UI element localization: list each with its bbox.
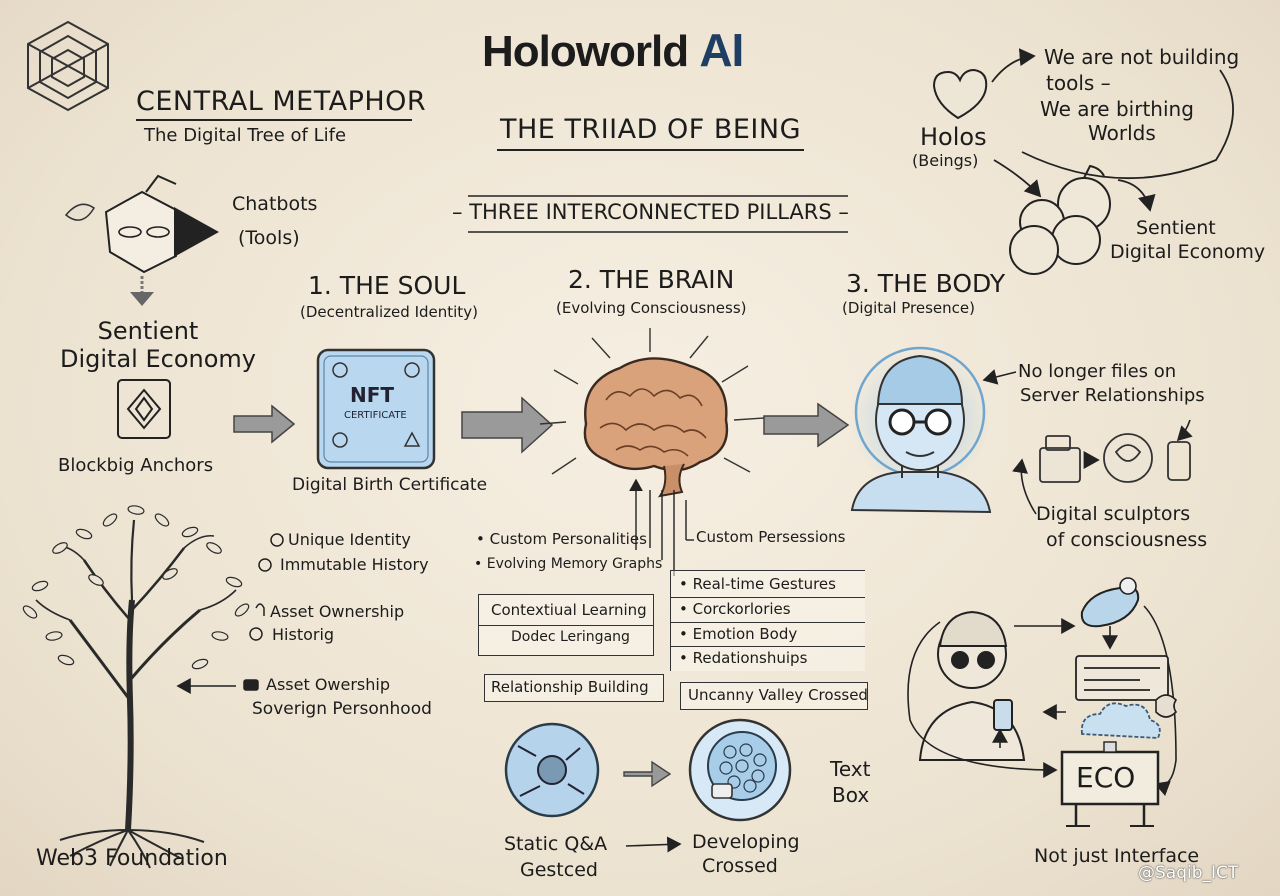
quote-line2: tools –	[1046, 71, 1111, 95]
blockchain-anchors-label: Blockbig Anchors	[58, 455, 214, 476]
asset-icons	[1039, 433, 1191, 483]
body-note-line2: Server Relationships	[1020, 385, 1205, 406]
quote-line4: Worlds	[1088, 121, 1156, 145]
vr-headset-icon	[1080, 577, 1140, 628]
blockchain-anchor-icon	[117, 379, 171, 439]
static-qa-line1: Static Q&A	[504, 833, 608, 855]
textbox-line1: Text	[830, 757, 871, 781]
unique-identity-label: Unique Identity	[288, 530, 411, 549]
central-metaphor-subheading: The Digital Tree of Life	[144, 125, 347, 146]
page-title: Holoworld AI	[482, 24, 744, 76]
brain-subtitle: (Evolving Consciousness)	[556, 299, 747, 317]
soul-subtitle: (Decentralized Identity)	[300, 303, 478, 321]
feature-icons	[243, 533, 284, 691]
holos-sub: (Beings)	[912, 151, 979, 170]
soul-title: 1. THE SOUL	[308, 271, 466, 300]
holos-economy-line2: Digital Economy	[1110, 241, 1266, 263]
asset-owership-label: Asset Owership	[266, 675, 390, 694]
eco-loop-arrows	[907, 605, 1177, 796]
learning-box-row: Contextiual Learning	[491, 601, 647, 619]
learning-box-row: Dodec Leringang	[511, 629, 630, 645]
tools-label: (Tools)	[238, 227, 300, 249]
title-ai-accent: AI	[699, 24, 744, 76]
uncanny-valley-box: Uncanny Valley Crossed	[680, 682, 868, 710]
custom-personalities-item: • Custom Personalities	[476, 530, 647, 548]
body-title: 3. THE BODY	[846, 269, 1006, 298]
gesture-box-row: • Corckorlories	[679, 600, 791, 618]
fruit-cluster-icon	[1009, 164, 1111, 275]
relationship-building-label: Relationship Building	[491, 678, 649, 696]
eco-caption: Not just Interface	[1034, 845, 1200, 867]
nft-label: NFT	[350, 383, 395, 407]
learning-box: Contextiual Learning Dodec Leringang	[478, 594, 654, 656]
nft-certificate-icon	[316, 348, 436, 470]
uncanny-valley-label: Uncanny Valley Crossed	[688, 686, 868, 704]
soul-caption: Digital Birth Certificate	[292, 475, 488, 495]
custom-persessions-label: Custom Persessions	[696, 528, 846, 546]
developing-line1: Developing	[692, 831, 800, 853]
textbox-line2: Box	[832, 783, 870, 807]
sculptors-line2: of consciousness	[1046, 529, 1208, 551]
flow-arrow	[233, 396, 850, 454]
web3-foundation-label: Web3 Foundation	[36, 846, 228, 871]
gesture-box-row: • Redationshuips	[679, 649, 808, 667]
triad-heading: THE TRIIAD OF BEING	[500, 114, 801, 145]
central-metaphor-heading: CENTRAL METAPHOR	[136, 86, 427, 117]
historig-label: Historig	[272, 625, 335, 644]
relationship-building-box: Relationship Building	[484, 674, 664, 702]
gesture-box-row: • Emotion Body	[679, 625, 798, 643]
watermark: @Saqib_ICT	[1138, 863, 1239, 883]
developing-line2: Crossed	[702, 855, 778, 877]
puzzle-icon	[1155, 694, 1178, 718]
eco-sign-label: ECO	[1076, 761, 1136, 794]
gesture-box-row: • Real-time Gestures	[679, 575, 836, 593]
static-qa-line2: Gestced	[520, 859, 598, 881]
heart-icon	[932, 68, 988, 120]
nft-sub-label: CERTIFICATE	[344, 410, 407, 421]
memory-graphs-item: • Evolving Memory Graphs	[474, 556, 663, 572]
chatbots-label: Chatbots	[232, 193, 318, 215]
cloud-icon	[1080, 702, 1161, 739]
holos-label: Holos	[920, 123, 987, 151]
digital-avatar-illustration	[850, 346, 992, 514]
holoworld-logo-icon	[27, 20, 109, 112]
sculptors-line1: Digital sculptors	[1036, 503, 1191, 525]
gesture-box: • Real-time Gestures • Corckorlories • E…	[670, 570, 865, 671]
tree-of-life-illustration	[22, 505, 250, 869]
left-economy-line1: Sentient	[97, 317, 199, 345]
left-economy-line2: Digital Economy	[60, 345, 256, 373]
quote-line3: We are birthing	[1040, 97, 1194, 121]
body-subtitle: (Digital Presence)	[842, 299, 975, 317]
chatbot-head-icon	[104, 174, 182, 274]
brain-illustration	[539, 328, 765, 498]
pillars-banner: – THREE INTERCONNECTED PILLARS –	[452, 200, 849, 224]
brain-title: 2. THE BRAIN	[568, 265, 735, 294]
interface-window-icon	[1075, 655, 1169, 701]
immutable-history-label: Immutable History	[280, 555, 429, 574]
holos-economy-line1: Sentient	[1136, 217, 1216, 239]
static-orb-illustration	[504, 722, 600, 818]
developing-orb-illustration	[688, 718, 792, 822]
asset-ownership-label: Asset Ownership	[270, 602, 405, 621]
quote-line1: We are not building	[1044, 45, 1240, 69]
eco-user-illustration	[918, 610, 1026, 761]
leaf-icon	[64, 203, 95, 221]
eco-signpost	[1060, 741, 1160, 827]
sovereign-personhood-label: Soverign Personhood	[252, 699, 432, 719]
body-note-line1: No longer files on	[1018, 361, 1177, 382]
